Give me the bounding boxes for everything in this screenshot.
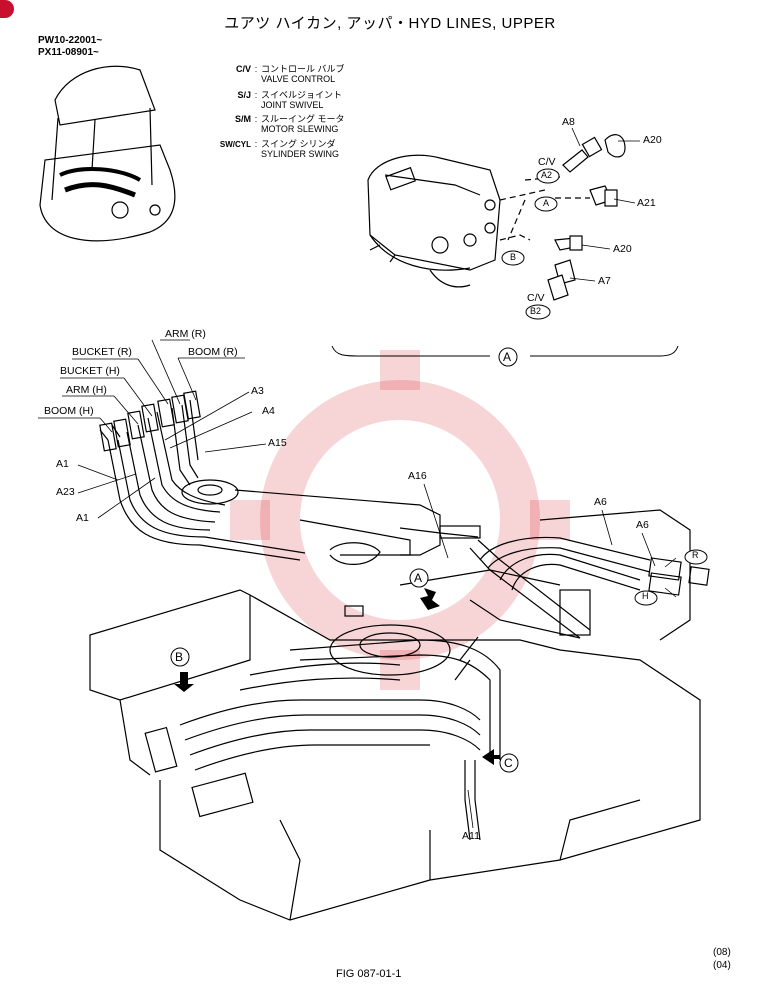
label-a15: A15 [268,437,287,449]
label-a23: A23 [56,486,75,498]
control-valve-hoses [144,639,501,841]
watermark-logo [260,380,540,660]
marker-h [634,590,658,606]
legend-jp: スイベルジョイント [261,90,343,100]
label-view-c: C [504,756,513,770]
chassis-frame [89,489,701,921]
label-a16: A16 [408,470,427,482]
label-bucket-h: BUCKET (H) [60,365,120,377]
label-a6-right: A6 [636,519,649,531]
marker-a2 [536,168,560,184]
label-a11: A11 [462,830,480,842]
legend-jp: スルーイング モータ [261,114,345,124]
label-a-detail: A [543,198,550,208]
label-a8: A8 [562,116,575,128]
legend-code: S/J [237,90,251,100]
arm-pipes [399,525,710,681]
label-a2: A2 [541,170,553,180]
label-boom-r: BOOM (R) [188,346,238,358]
legend-jp: コントロール バルブ [261,64,345,74]
serial-range-1: PW10-22001~ [38,35,103,46]
view-a-bracket [331,345,679,357]
fittings [547,134,626,301]
legend-en: MOTOR SLEWING [261,124,339,134]
marker-r [684,549,708,565]
slewing-motor-detail [367,154,590,288]
view-arrows [174,588,500,765]
label-a7: A7 [598,275,611,287]
serial-range-2: PX11-08901~ [38,47,99,58]
label-a21: A21 [637,197,656,209]
legend-en: VALVE CONTROL [261,74,336,84]
corner-tab [0,0,14,18]
figure-number: FIG 087-01-1 [336,968,402,980]
label-arm-h: ARM (H) [66,384,107,396]
label-b-detail: B [510,252,517,262]
label-a3: A3 [251,385,264,397]
label-view-a-divider: A [503,350,512,364]
marker-b2 [525,304,551,320]
legend-code: S/M [234,114,251,124]
label-a1-bottom: A1 [76,512,89,524]
legend-code: SW/CYL [219,140,251,149]
page-title: ユアツ ハイカン, アッパ・HYD LINES, UPPER [224,15,556,32]
label-a1-top: A1 [56,458,69,470]
label-a6-left: A6 [594,496,607,508]
marker-a [534,196,558,212]
marker-b [501,250,525,266]
label-b2: B2 [530,306,542,316]
revision-1: (08) [713,947,731,958]
label-h: H [642,591,649,601]
marker-view-c [499,753,519,773]
label-view-a: A [414,571,423,585]
marker-view-b [170,647,190,667]
label-r: R [692,550,699,560]
label-a4: A4 [262,405,275,417]
label-bucket-r: BUCKET (R) [72,346,132,358]
label-cv-bottom: C/V [527,292,545,304]
marker-view-a-divider [498,347,518,367]
label-arm-r: ARM (R) [165,328,206,340]
label-a20-top: A20 [643,134,662,146]
legend-en: SYLINDER SWING [261,149,340,159]
legend-jp: スイング シリンダ [261,139,336,149]
marker-view-a [409,568,429,588]
label-view-b: B [175,650,184,664]
revision-2: (04) [713,960,731,971]
legend-code: C/V [235,64,251,74]
legend-en: JOINT SWIVEL [261,100,324,110]
hose-bundle [99,390,306,561]
leader-lines [38,339,677,829]
label-boom-h: BOOM (H) [44,405,94,417]
label-a20-bottom: A20 [613,243,632,255]
machine-thumbnail [39,65,176,242]
label-cv-top: C/V [538,156,556,168]
